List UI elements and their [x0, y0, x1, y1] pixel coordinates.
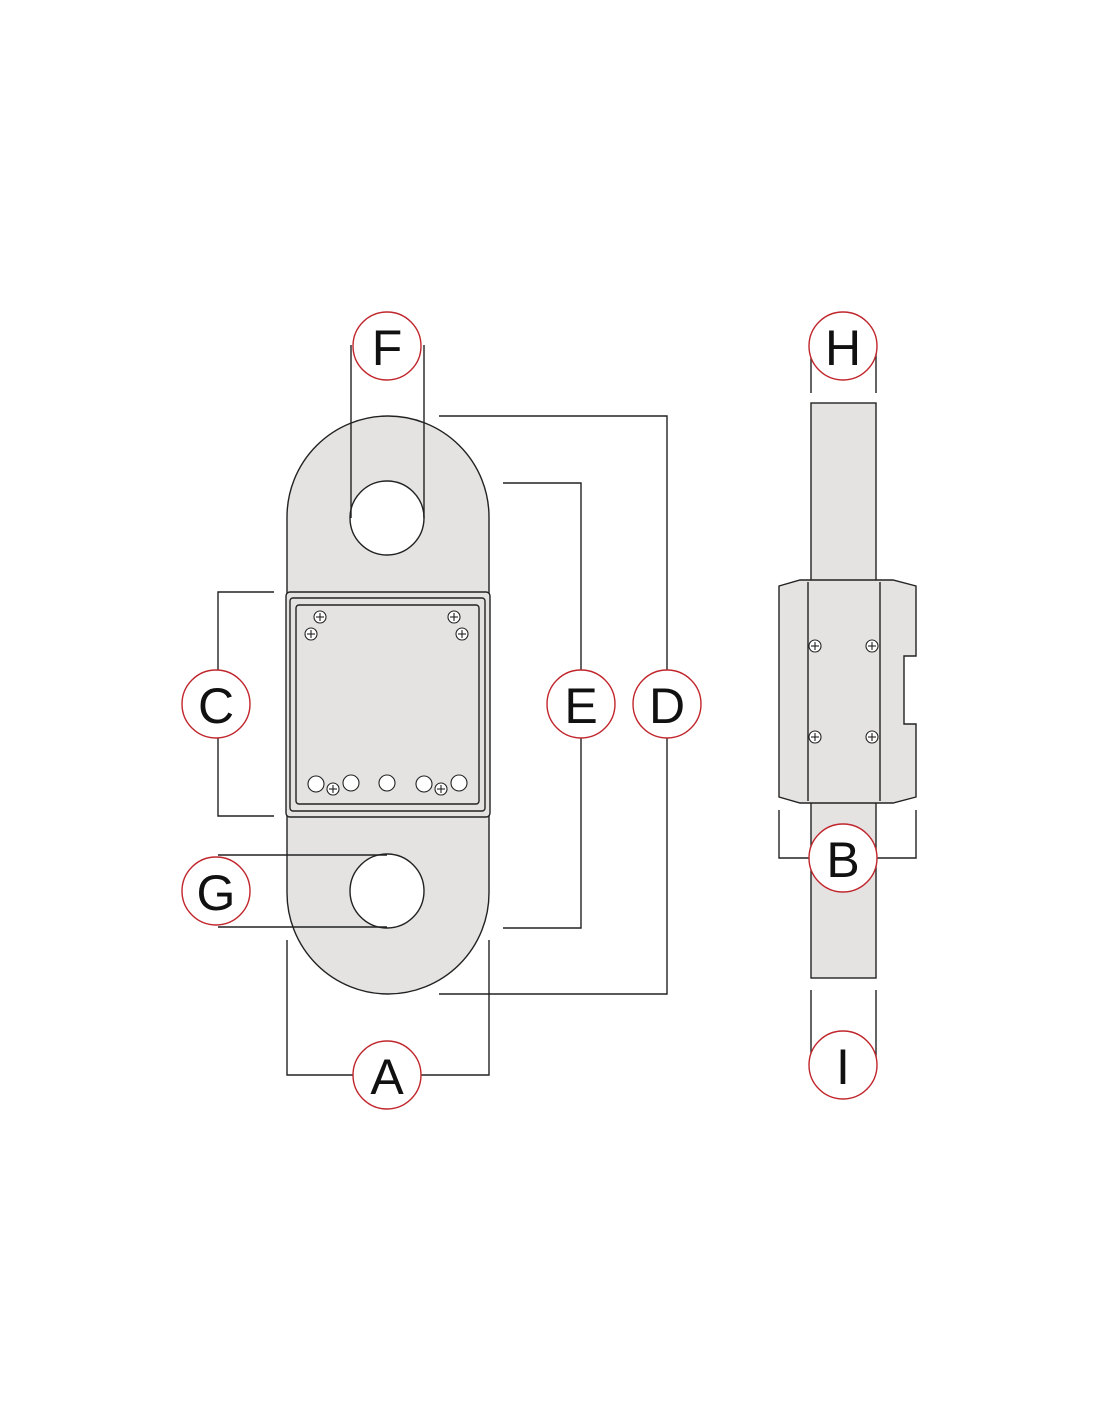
badge-f: F: [352, 311, 422, 381]
front-view: [285, 415, 491, 995]
label-b: B: [826, 832, 859, 888]
badge-g: G: [181, 856, 251, 926]
label-g: G: [197, 865, 236, 921]
badge-c: C: [181, 669, 251, 739]
button-circle: [415, 775, 433, 793]
badge-h: H: [808, 311, 878, 381]
screw-icon: [304, 627, 318, 641]
label-f: F: [372, 320, 403, 376]
button-circle: [342, 774, 360, 792]
button-row: [307, 774, 468, 796]
badge-b: B: [808, 823, 878, 893]
side-housing: [778, 579, 917, 804]
badge-d: D: [632, 669, 702, 739]
dim-line-f: [350, 345, 425, 518]
button-circle: [307, 775, 325, 793]
display-panel-inner: [295, 604, 480, 805]
label-c: C: [198, 678, 234, 734]
bottom-hole: [349, 853, 425, 929]
top-hole: [349, 480, 425, 556]
screw-icon: [865, 730, 879, 744]
badge-a: A: [352, 1040, 422, 1110]
screw-icon: [447, 610, 461, 624]
screw-icon: [313, 610, 327, 624]
label-h: H: [825, 320, 861, 376]
screw-icon: [434, 782, 448, 796]
button-circle: [378, 774, 396, 792]
button-circle: [450, 774, 468, 792]
label-a: A: [370, 1049, 404, 1105]
screw-icon: [865, 639, 879, 653]
badge-e: E: [546, 669, 616, 739]
badge-i: I: [808, 1030, 878, 1100]
label-e: E: [564, 678, 597, 734]
screw-icon: [326, 782, 340, 796]
dim-line-g: [218, 854, 387, 928]
screw-icon: [808, 730, 822, 744]
screw-icon: [455, 627, 469, 641]
label-i: I: [836, 1039, 850, 1095]
screw-icon: [808, 639, 822, 653]
label-d: D: [649, 678, 685, 734]
